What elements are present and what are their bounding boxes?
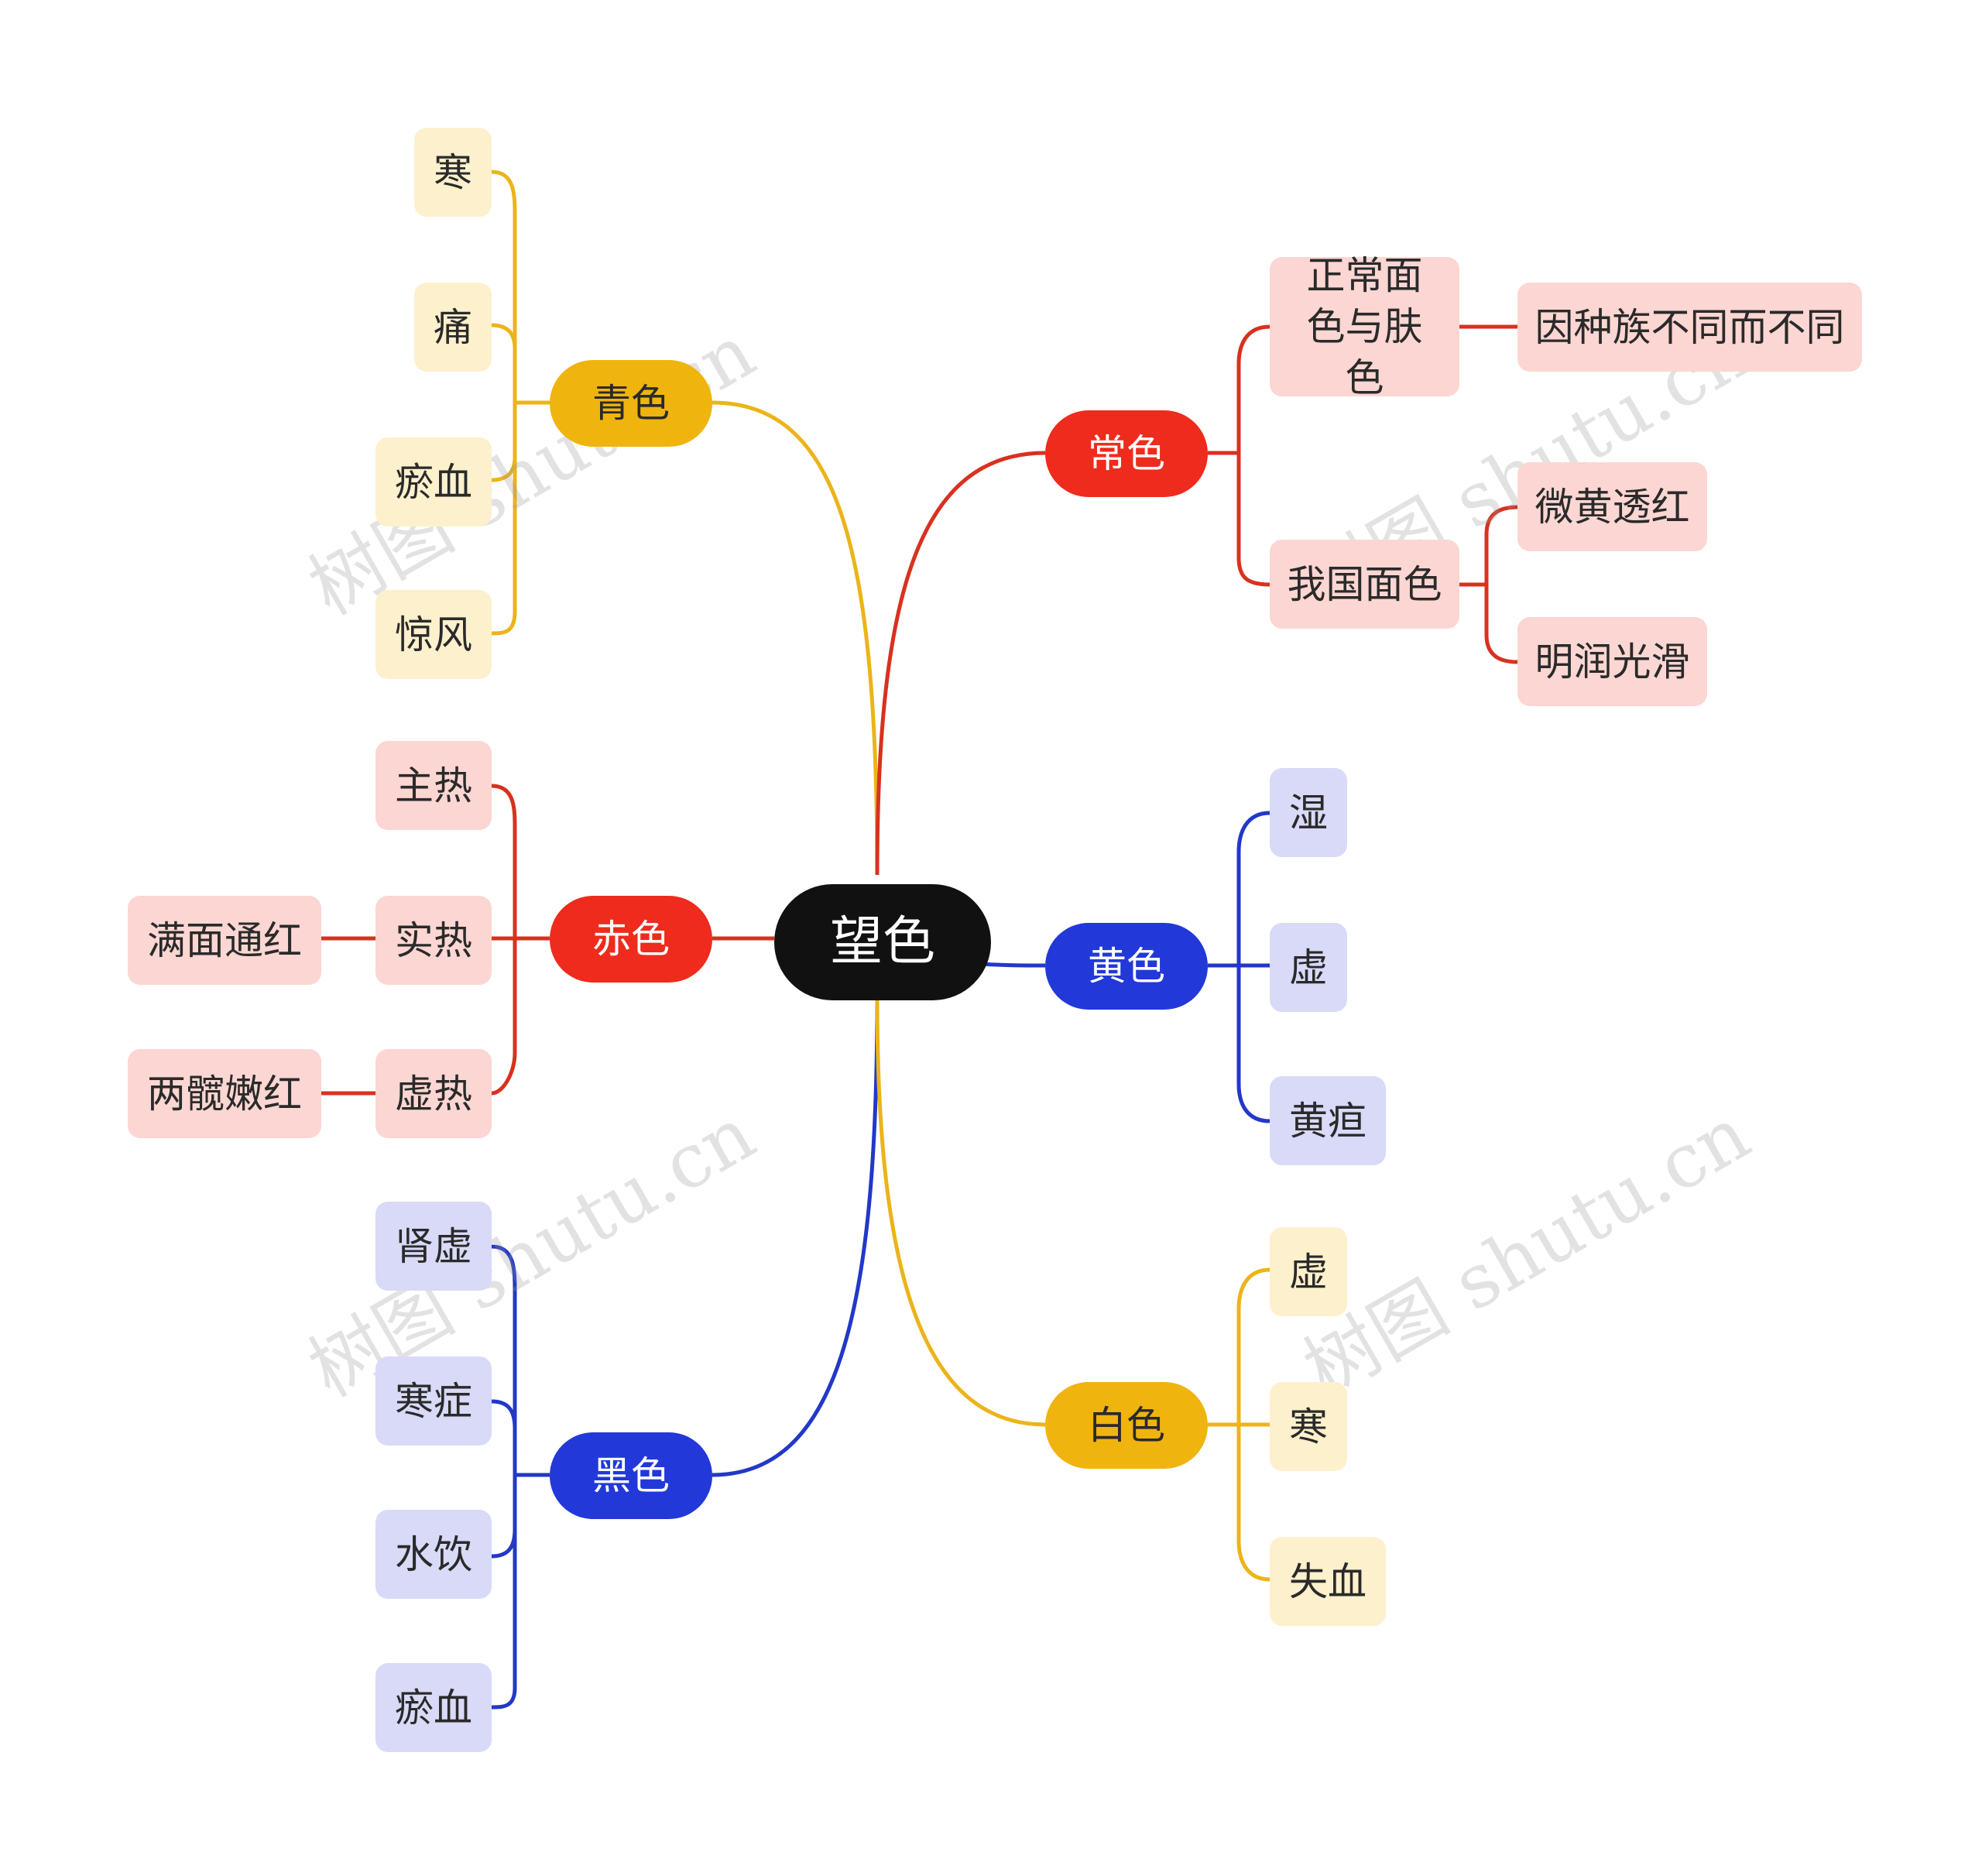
- branch-hei[interactable]: 黑色: [550, 1432, 712, 1519]
- leaf-qing-3[interactable]: 惊风: [375, 590, 492, 679]
- leaf-chang-cn1[interactable]: 微黄透红: [1517, 462, 1707, 551]
- branch-qing[interactable]: 青色: [550, 360, 712, 447]
- branch-bai[interactable]: 白色: [1045, 1382, 1208, 1469]
- leaf-huang-1[interactable]: 虚: [1270, 923, 1347, 1012]
- leaf-bai-2[interactable]: 失血: [1270, 1537, 1386, 1626]
- leaf-chang-1[interactable]: 我国面色: [1270, 540, 1459, 629]
- leaf-hei-1[interactable]: 寒症: [375, 1356, 492, 1446]
- leaf-chang-cn2[interactable]: 明润光滑: [1517, 617, 1707, 706]
- leaf-huang-2[interactable]: 黄疸: [1270, 1076, 1386, 1165]
- edge-root-bai: [875, 998, 1046, 1427]
- edge-root-qing: [712, 400, 880, 876]
- leaf-chi-2[interactable]: 虚热: [375, 1049, 492, 1138]
- leaf-hei-2[interactable]: 水饮: [375, 1510, 492, 1599]
- leaf-qing-0[interactable]: 寒: [414, 128, 492, 217]
- leaf-chang-0[interactable]: 正常面色与肤色: [1270, 253, 1459, 400]
- leaf-bai-0[interactable]: 虚: [1270, 1227, 1347, 1316]
- leaf-chi-shire[interactable]: 满面通红: [128, 896, 321, 985]
- leaf-qing-2[interactable]: 瘀血: [375, 437, 492, 526]
- root-node[interactable]: 望色: [774, 884, 991, 1000]
- leaf-chi-0[interactable]: 主热: [375, 741, 492, 830]
- branch-chang[interactable]: 常色: [1045, 410, 1208, 497]
- leaf-bai-1[interactable]: 寒: [1270, 1382, 1347, 1471]
- leaf-chi-xure[interactable]: 两髋嫩红: [128, 1049, 321, 1138]
- leaf-chang-normal[interactable]: 因种族不同而不同: [1517, 283, 1862, 372]
- leaf-qing-1[interactable]: 痛: [414, 283, 492, 372]
- branch-huang[interactable]: 黄色: [1045, 923, 1208, 1010]
- edge-root-huang: [979, 962, 1046, 968]
- leaf-chi-1[interactable]: 实热: [375, 896, 492, 985]
- leaf-hei-3[interactable]: 瘀血: [375, 1663, 492, 1752]
- edge-root-chang: [875, 451, 1046, 876]
- leaf-hei-0[interactable]: 肾虚: [375, 1202, 492, 1291]
- edge-root-hei: [712, 998, 880, 1477]
- branch-chi[interactable]: 赤色: [550, 896, 712, 983]
- leaf-huang-0[interactable]: 湿: [1270, 768, 1347, 857]
